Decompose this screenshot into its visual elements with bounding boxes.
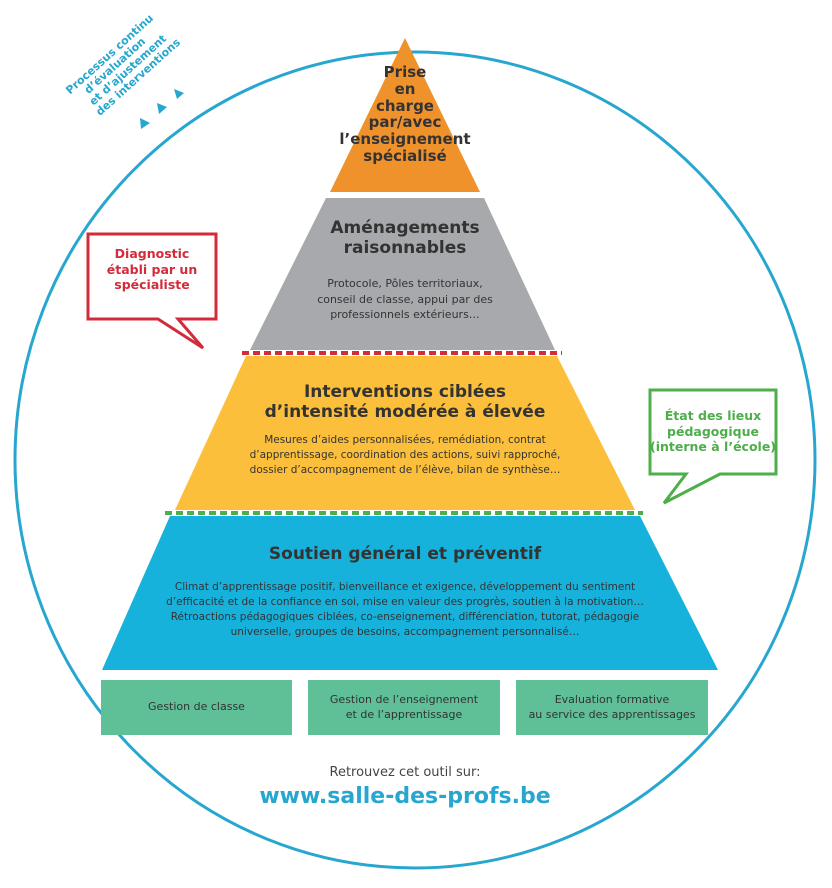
text-line: d’apprentissage, coordination des action… bbox=[249, 448, 561, 461]
text-line: d’efficacité et de la confiance en soi, … bbox=[166, 595, 644, 608]
tier-interventions-text: Mesures d’aides personnalisées, remédiat… bbox=[200, 433, 610, 478]
tier-specialise-shape bbox=[330, 38, 480, 192]
text-line: Rétroactions pédagogiques ciblées, co-en… bbox=[170, 610, 640, 623]
text-line: Mesures d’aides personnalisées, remédiat… bbox=[264, 434, 546, 446]
outer-circle bbox=[13, 50, 817, 870]
bubble-line: établi par un bbox=[106, 261, 198, 277]
tier-amenagements-shape bbox=[250, 198, 555, 350]
tier-interventions-title: Interventions ciblées d’intensité modéré… bbox=[220, 382, 590, 422]
tier-specialise-title: Prise en charge par/avec l’enseignement … bbox=[305, 64, 505, 165]
box-line: au service des apprentissages bbox=[528, 707, 696, 721]
arc-arrow-icon bbox=[174, 89, 184, 99]
text-line: conseil de classe, appui par des bbox=[317, 292, 493, 306]
title-line: Prise bbox=[383, 63, 427, 81]
foundation-box-gestion-enseignement: Gestion de l’enseignement et de l’appren… bbox=[308, 680, 500, 735]
arc-arrow-icon bbox=[140, 118, 150, 129]
footer-intro: Retrouvez cet outil sur: bbox=[329, 765, 481, 780]
title-line: raisonnables bbox=[343, 238, 467, 259]
arc-arrow-icon bbox=[157, 103, 167, 114]
title-line: Aménagements bbox=[330, 218, 480, 238]
bubble-line: spécialiste bbox=[114, 277, 190, 293]
bubble-line: Diagnostic bbox=[114, 246, 190, 261]
etat-bubble-text: État des lieux pédagogique (interne à l’… bbox=[650, 408, 776, 455]
tier-soutien-text: Climat d’apprentissage positif, bienveil… bbox=[120, 580, 690, 640]
tier-amenagements-text: Protocole, Pôles territoriaux, conseil d… bbox=[270, 276, 540, 323]
title-line: Interventions ciblées bbox=[303, 382, 507, 402]
text-line: Climat d’apprentissage positif, bienveil… bbox=[174, 581, 636, 593]
title-line: par/avec bbox=[368, 113, 442, 132]
foundation-box-evaluation-formative: Evaluation formative au service des appr… bbox=[516, 680, 708, 735]
box-line: et de l’apprentissage bbox=[345, 707, 463, 721]
text-line: professionnels extérieurs… bbox=[330, 308, 480, 322]
foundation-box-gestion-classe: Gestion de classe bbox=[101, 680, 292, 735]
title-line: Soutien général et préventif bbox=[268, 544, 542, 564]
tier-soutien-title: Soutien général et préventif bbox=[200, 544, 610, 564]
bubble-line: pédagogique bbox=[667, 423, 759, 439]
title-line: spécialisé bbox=[363, 146, 447, 165]
tier-amenagements-title: Aménagements raisonnables bbox=[270, 218, 540, 258]
title-line: en bbox=[394, 79, 416, 98]
diagnostic-bubble-text: Diagnostic établi par un spécialiste bbox=[88, 246, 216, 293]
text-line: universelle, groupes de besoins, accompa… bbox=[230, 625, 580, 638]
bubble-line: (interne à l’école) bbox=[650, 439, 777, 455]
title-line: charge bbox=[375, 96, 434, 115]
text-line: dossier d’accompagnement de l’élève, bil… bbox=[249, 463, 561, 476]
etat-bubble-shape bbox=[648, 388, 778, 505]
tier-soutien-shape bbox=[102, 516, 718, 670]
box-line: Evaluation formative bbox=[554, 692, 670, 706]
diagnostic-bubble-shape bbox=[86, 232, 218, 350]
title-line: l’enseignement bbox=[339, 130, 471, 149]
box-line: Gestion de l’enseignement bbox=[329, 692, 479, 706]
footer-url-link[interactable]: www.salle-des-profs.be bbox=[259, 784, 551, 809]
text-line: Protocole, Pôles territoriaux, bbox=[327, 277, 483, 290]
box-line: Gestion de classe bbox=[148, 700, 245, 714]
title-line: d’intensité modérée à élevée bbox=[264, 402, 546, 423]
tier-interventions-shape bbox=[175, 356, 635, 510]
bubble-line: État des lieux bbox=[664, 408, 762, 423]
